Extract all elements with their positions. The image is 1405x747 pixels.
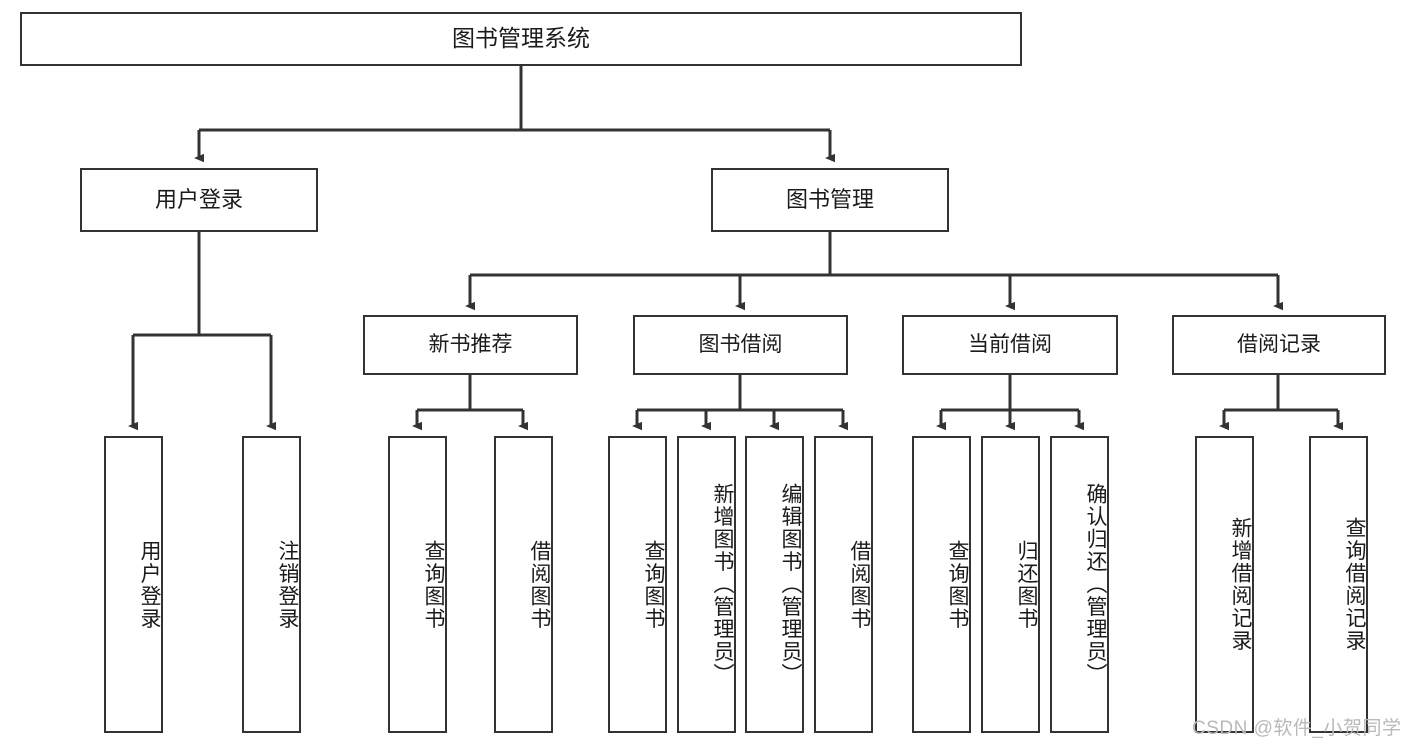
leaf-add-book[interactable]: 新增图书（管理员）: [677, 436, 736, 733]
leaf-return-book[interactable]: 归还图书: [981, 436, 1040, 733]
leaf-add-record-label: 新增借阅记录: [1229, 517, 1252, 652]
node-borrow-record-label: 借阅记录: [1237, 332, 1321, 356]
csdn-watermark: CSDN @软件_小贺同学: [1192, 718, 1402, 739]
leaf-confirm-return-label: 确认归还（管理员）: [1084, 483, 1107, 686]
node-current-borrow[interactable]: 当前借阅: [902, 315, 1118, 375]
leaf-query-book-1-label: 查询图书: [422, 539, 445, 630]
leaf-user-login-label: 用户登录: [138, 539, 161, 630]
leaf-borrow-book-1-label: 借阅图书: [528, 539, 551, 630]
leaf-add-book-label: 新增图书（管理员）: [711, 483, 734, 686]
leaf-borrow-book-2[interactable]: 借阅图书: [814, 436, 873, 733]
leaf-query-book-3-label: 查询图书: [946, 539, 969, 630]
leaf-edit-book-label: 编辑图书（管理员）: [779, 483, 802, 686]
node-user-login-label: 用户登录: [154, 187, 243, 213]
node-new-book-recommend[interactable]: 新书推荐: [363, 315, 578, 375]
leaf-confirm-return[interactable]: 确认归还（管理员）: [1050, 436, 1109, 733]
node-borrow-record[interactable]: 借阅记录: [1172, 315, 1386, 375]
leaf-query-book-2-label: 查询图书: [642, 539, 665, 630]
leaf-query-book-1[interactable]: 查询图书: [388, 436, 447, 733]
leaf-query-record[interactable]: 查询借阅记录: [1309, 436, 1368, 733]
leaf-borrow-book-2-label: 借阅图书: [848, 539, 871, 630]
leaf-query-book-3[interactable]: 查询图书: [912, 436, 971, 733]
leaf-query-record-label: 查询借阅记录: [1343, 517, 1366, 652]
node-user-login[interactable]: 用户登录: [80, 168, 318, 232]
leaf-edit-book[interactable]: 编辑图书（管理员）: [745, 436, 804, 733]
node-root-label: 图书管理系统: [452, 25, 590, 52]
node-root[interactable]: 图书管理系统: [20, 12, 1022, 66]
leaf-query-book-2[interactable]: 查询图书: [608, 436, 667, 733]
leaf-return-book-label: 归还图书: [1015, 539, 1038, 630]
node-current-borrow-label: 当前借阅: [968, 332, 1052, 356]
leaf-user-login[interactable]: 用户登录: [104, 436, 163, 733]
node-book-borrow[interactable]: 图书借阅: [633, 315, 848, 375]
node-book-borrow-label: 图书借阅: [698, 332, 783, 356]
leaf-add-record[interactable]: 新增借阅记录: [1195, 436, 1254, 733]
node-new-book-recommend-label: 新书推荐: [428, 332, 513, 356]
leaf-logout-label: 注销登录: [276, 539, 299, 630]
leaf-logout[interactable]: 注销登录: [242, 436, 301, 733]
node-book-management[interactable]: 图书管理: [711, 168, 949, 232]
node-book-management-label: 图书管理: [785, 187, 874, 213]
leaf-borrow-book-1[interactable]: 借阅图书: [494, 436, 553, 733]
